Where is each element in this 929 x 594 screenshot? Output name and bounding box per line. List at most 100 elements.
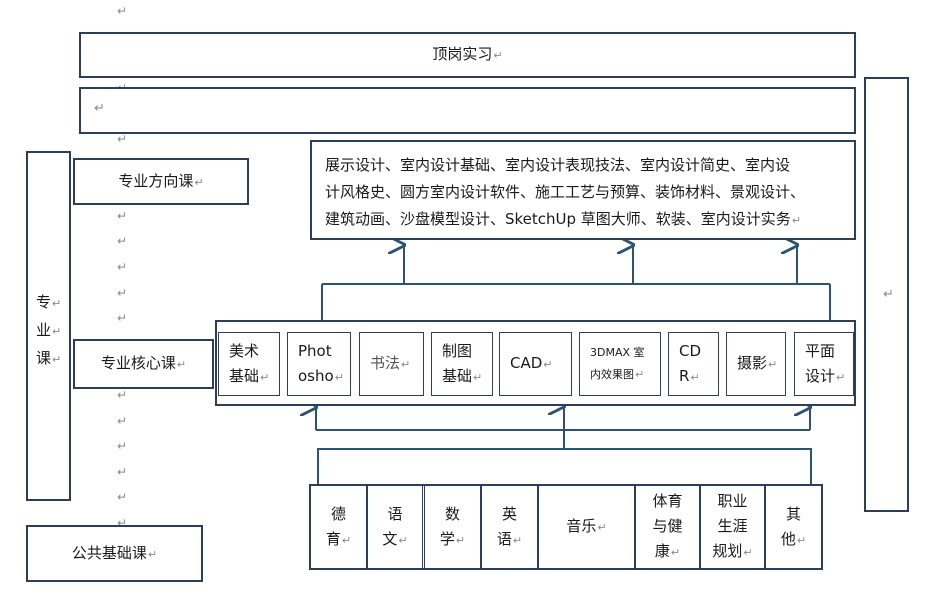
paragraph-mark: ↵	[768, 358, 778, 371]
public-course-label: 公共基础课	[71, 543, 147, 562]
empty-bar-mark: ↵	[94, 101, 105, 116]
core-subject-4-line-2: 基础↵	[442, 366, 483, 385]
core-subject-6-line-2: 内效果图↵	[590, 368, 645, 381]
paragraph-mark: ↵	[401, 358, 411, 371]
public-subject-4-line-2: 语↵	[496, 529, 523, 548]
public-subject-3-line-1: 数	[444, 504, 460, 523]
public-subject-2-line-1: 语	[387, 504, 403, 523]
paragraph-mark: ↵	[117, 413, 128, 428]
paragraph-mark: ↵	[117, 311, 128, 326]
core-subject-7: CD R↵	[668, 332, 719, 396]
public-subject-1: 德育↵	[310, 485, 367, 569]
core-subject-5: CAD↵	[499, 332, 572, 396]
paragraph-mark: ↵	[117, 234, 128, 249]
core-course-label: 专业核心课	[100, 354, 176, 372]
public-subject-4: 英语↵	[481, 485, 538, 569]
public-subject-3: 数学↵	[424, 485, 481, 569]
paragraph-mark: ↵	[117, 490, 128, 505]
paragraph-mark: ↵	[117, 516, 128, 530]
public-subject-8-line-2: 他↵	[780, 529, 807, 548]
paragraph-mark: ↵	[796, 533, 807, 547]
core-course-box: 专业核心课↵	[73, 339, 214, 389]
public-subject-6: 体育与健康↵	[635, 485, 700, 569]
internship-label: 顶岗实习↵	[432, 45, 503, 63]
core-subject-2-line-2: osho↵	[298, 366, 344, 385]
paragraph-mark: ↵	[512, 533, 523, 547]
right-bar-mark: ↵	[883, 287, 894, 302]
public-course-box: 公共基础课↵	[26, 525, 203, 582]
public-subject-1-line-2: 育↵	[325, 529, 352, 548]
paragraph-mark: ↵	[743, 546, 753, 559]
core-subject-6-line-1: 3DMAX 室	[590, 346, 645, 359]
core-subject-4-line-1: 制图	[442, 341, 473, 360]
core-subject-2-line-1: Phot	[298, 341, 332, 360]
public-subject-2-line-2: 文↵	[382, 529, 408, 548]
public-subject-5-line-1: 音乐↵	[566, 517, 607, 535]
professional-course-bar: 专↵ 业↵ 课↵	[26, 151, 71, 501]
core-subject-7-line-2: R↵	[679, 366, 700, 385]
direction-subjects-line-3: 建筑动画、沙盘模型设计、SketchUp 草图大师、软装、室内设计实务	[325, 210, 791, 228]
paragraph-mark: ↵	[117, 260, 128, 274]
paragraph-mark: ↵	[117, 464, 128, 479]
paragraph-mark: ↵	[117, 285, 128, 300]
core-subject-3: 书法↵	[359, 332, 424, 396]
professional-course-label: 专↵ 业↵ 课↵	[36, 289, 76, 373]
core-subject-1: 美术基础↵	[218, 332, 280, 396]
paragraph-mark: ↵	[635, 368, 645, 381]
core-subject-8-line-1: 摄影↵	[737, 354, 778, 372]
public-subject-7-line-2: 生涯	[717, 517, 748, 535]
professional-char-2: 业↵	[36, 321, 62, 339]
public-subject-3-line-2: 学↵	[439, 529, 466, 548]
core-subject-5-line-1: CAD↵	[510, 354, 553, 372]
public-subject-2: 语文↵	[367, 485, 423, 569]
professional-char-3: 课↵	[36, 349, 62, 367]
paragraph-mark: ↵	[117, 132, 128, 146]
empty-bar: ↵	[79, 87, 856, 134]
direction-subjects-box: 展示设计、室内设计基础、室内设计表现技法、室内设计简史、室内设 计风格史、圆方室…	[310, 140, 856, 240]
public-subject-7: 职业生涯规划↵	[700, 485, 765, 569]
direction-subjects-line-1: 展示设计、室内设计基础、室内设计表现技法、室内设计简史、室内设	[325, 156, 791, 174]
paragraph-mark: ↵	[117, 388, 128, 402]
core-subject-9: 平面设计↵	[794, 332, 854, 396]
right-tall-bar: ↵	[864, 77, 909, 512]
core-subject-1-line-2: 基础↵	[229, 366, 270, 385]
paragraph-mark: ↵	[543, 358, 553, 371]
public-subject-6-line-2: 与健	[652, 517, 683, 535]
public-subject-7-line-3: 规划↵	[712, 542, 753, 560]
public-subject-8-line-1: 其	[785, 504, 801, 523]
core-subject-3-line-1: 书法↵	[370, 354, 411, 372]
core-subject-2: Phot osho↵	[287, 332, 351, 396]
paragraph-mark: ↵	[836, 370, 846, 384]
core-subject-7-line-1: CD	[679, 341, 702, 360]
paragraph-mark: ↵	[398, 533, 408, 547]
core-subject-9-line-1: 平面	[805, 341, 836, 360]
paragraph-mark: ↵	[670, 546, 681, 559]
paragraph-mark: ↵	[117, 439, 128, 454]
paragraph-mark: ↵	[690, 370, 700, 384]
paragraph-mark: ↵	[260, 370, 270, 384]
direction-subjects-line-2: 计风格史、圆方室内设计软件、施工工艺与预算、装饰材料、景观设计、	[325, 183, 806, 201]
public-subject-6-line-1: 体育	[652, 492, 683, 510]
paragraph-mark: ↵	[334, 370, 344, 384]
direction-course-box: 专业方向课↵	[73, 158, 249, 205]
paragraph-mark: ↵	[597, 521, 607, 534]
core-subject-4: 制图基础↵	[431, 332, 493, 396]
core-subject-8: 摄影↵	[726, 332, 786, 396]
professional-char-1: 专↵	[36, 293, 62, 311]
core-subject-9-line-2: 设计↵	[805, 366, 846, 385]
public-subject-8: 其他↵	[765, 485, 822, 569]
public-subject-4-line-1: 英	[501, 504, 517, 523]
paragraph-mark: ↵	[455, 533, 466, 547]
public-subject-5: 音乐↵	[538, 485, 635, 569]
public-subject-7-line-1: 职业	[717, 492, 748, 510]
core-subject-6: 3DMAX 室内效果图↵	[579, 332, 661, 396]
direction-course-label: 专业方向课	[118, 171, 194, 190]
paragraph-mark: ↵	[117, 208, 128, 223]
paragraph-mark: ↵	[117, 4, 128, 18]
paragraph-mark: ↵	[473, 370, 483, 384]
public-subject-6-line-3: 康↵	[654, 542, 681, 560]
core-subject-1-line-1: 美术	[229, 341, 260, 360]
paragraph-mark: ↵	[341, 533, 352, 547]
public-subject-1-line-1: 德	[330, 504, 346, 523]
